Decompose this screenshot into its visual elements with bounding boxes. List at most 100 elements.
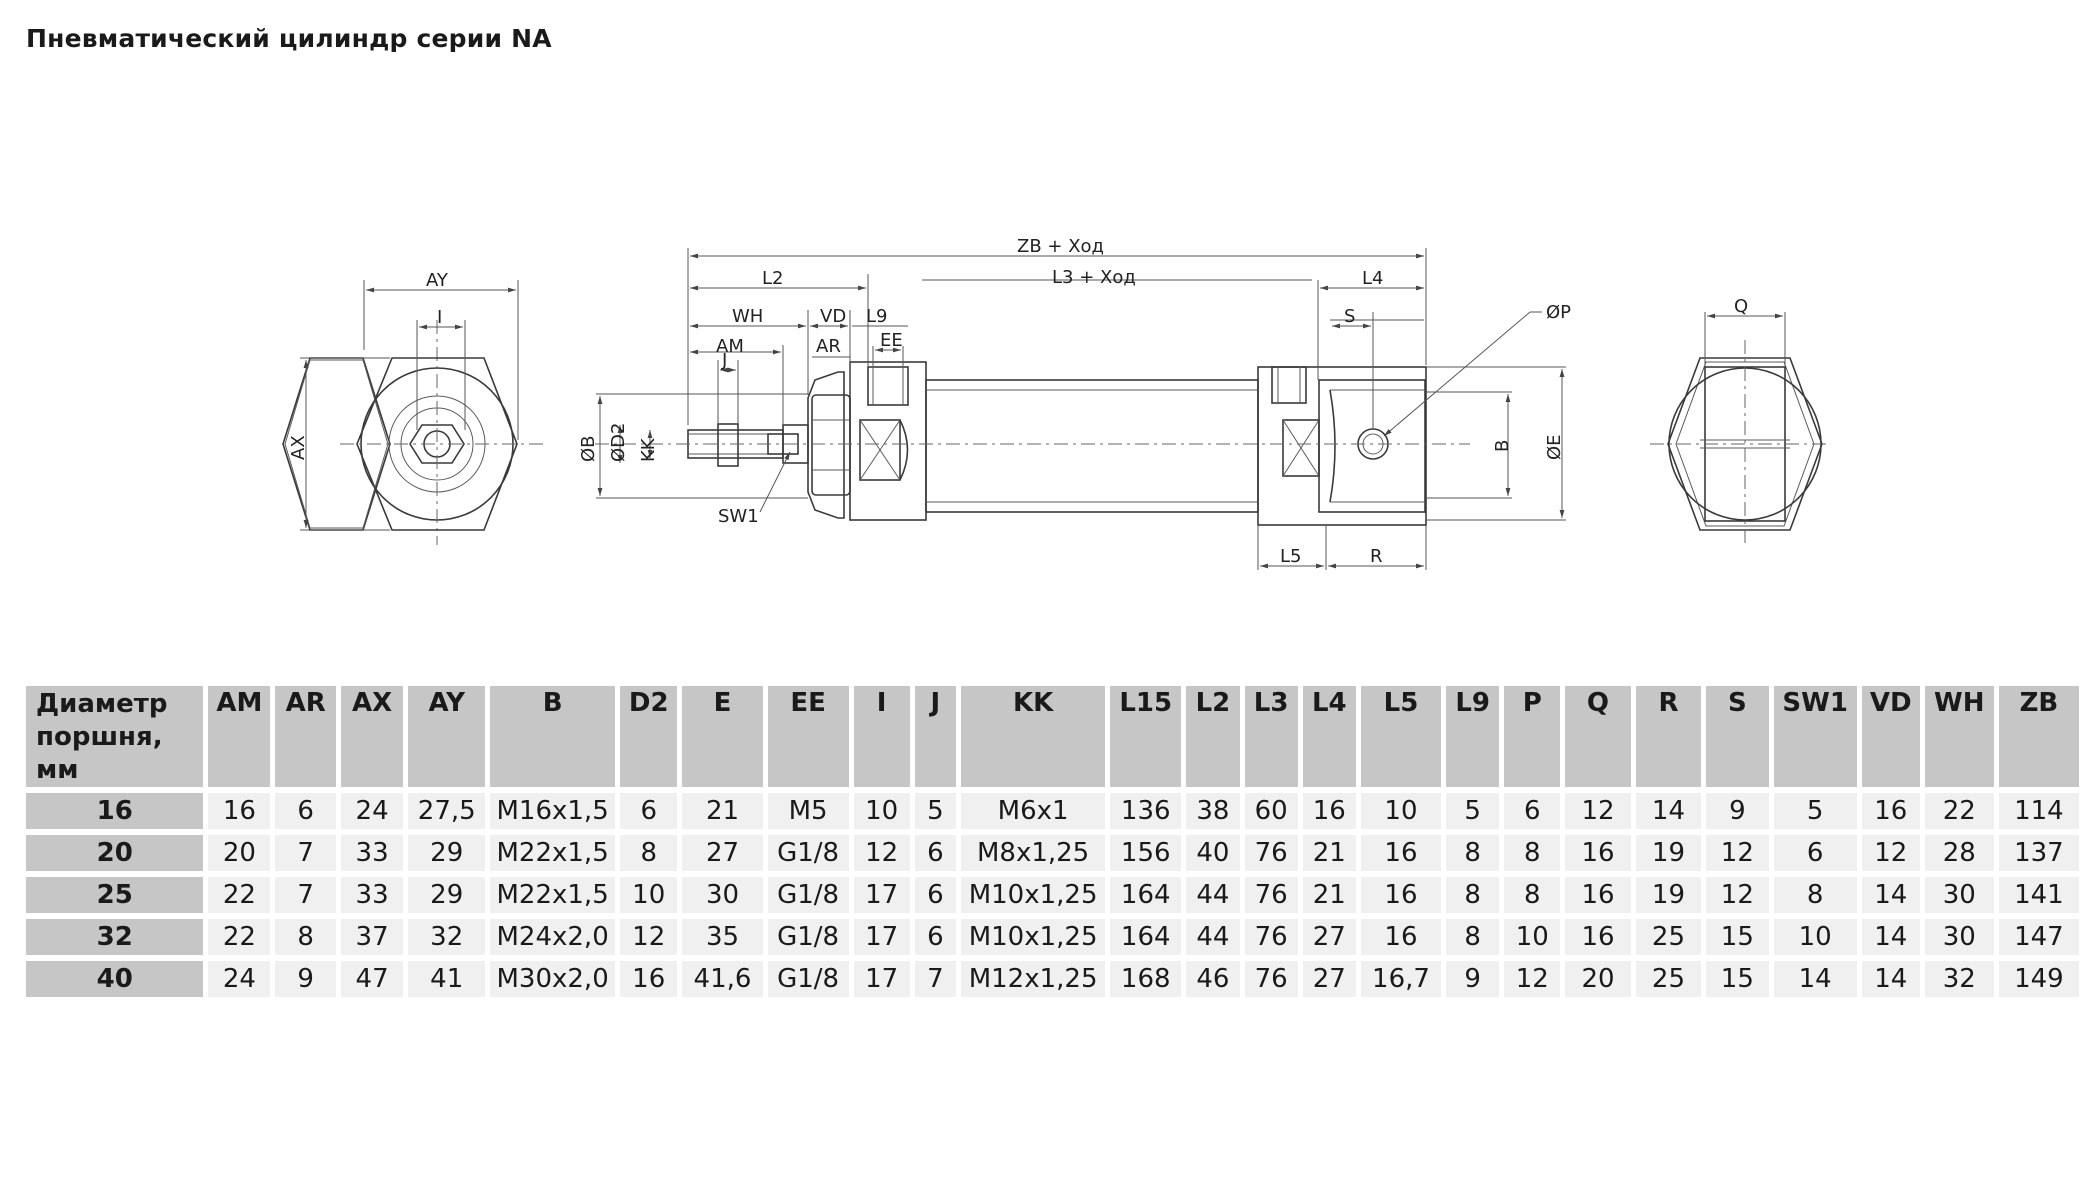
cell-q: 16 <box>1565 877 1631 913</box>
cell-am: 22 <box>208 919 271 955</box>
cell-l5: 10 <box>1360 793 1442 829</box>
dim-OD2: ØD2 <box>608 423 629 462</box>
cell-ay: 41 <box>408 961 486 997</box>
dim-L3: L3 + Ход <box>1052 267 1136 288</box>
header-wh: WH <box>1924 686 1994 787</box>
cell-vd: 14 <box>1861 961 1920 997</box>
cell-p: 10 <box>1504 919 1561 955</box>
dim-I: I <box>437 307 442 328</box>
dim-OB: ØB <box>578 435 599 462</box>
cell-b: M30x2,0 <box>490 961 616 997</box>
cell-sw1: 8 <box>1773 877 1857 913</box>
header-diameter: Диаметр поршня, мм <box>26 686 204 787</box>
header-d2: D2 <box>620 686 678 787</box>
row-diameter: 32 <box>26 919 204 955</box>
cell-r: 25 <box>1635 961 1702 997</box>
cell-sw1: 6 <box>1773 835 1857 871</box>
cell-sw1: 14 <box>1773 961 1857 997</box>
dim-AX: AX <box>288 435 309 460</box>
cell-j: 6 <box>914 835 957 871</box>
cell-sw1: 5 <box>1773 793 1857 829</box>
cell-d2: 16 <box>620 961 678 997</box>
cell-i: 12 <box>853 835 910 871</box>
cell-zb: 137 <box>1998 835 2079 871</box>
cell-kk: M6x1 <box>961 793 1106 829</box>
cell-ay: 29 <box>408 835 486 871</box>
dim-B: B <box>1492 440 1513 452</box>
cell-e: 27 <box>682 835 763 871</box>
cell-wh: 30 <box>1924 877 1994 913</box>
cell-b: M24x2,0 <box>490 919 616 955</box>
cell-e: 30 <box>682 877 763 913</box>
dim-Q: Q <box>1734 296 1748 317</box>
dim-L9: L9 <box>866 306 887 327</box>
cell-d2: 10 <box>620 877 678 913</box>
cell-l3: 76 <box>1244 835 1298 871</box>
cell-kk: M8x1,25 <box>961 835 1106 871</box>
dim-ZB: ZB + Ход <box>1017 236 1104 257</box>
cell-wh: 30 <box>1924 919 1994 955</box>
cell-l3: 76 <box>1244 877 1298 913</box>
cell-wh: 32 <box>1924 961 1994 997</box>
cell-ax: 24 <box>340 793 404 829</box>
cell-ee: G1/8 <box>767 919 849 955</box>
cell-am: 16 <box>208 793 271 829</box>
cell-i: 17 <box>853 961 910 997</box>
cell-r: 19 <box>1635 835 1702 871</box>
cell-ee: M5 <box>767 793 849 829</box>
cell-p: 6 <box>1504 793 1561 829</box>
cell-l4: 21 <box>1302 877 1356 913</box>
header-b: B <box>490 686 616 787</box>
cell-s: 15 <box>1706 961 1769 997</box>
cell-e: 35 <box>682 919 763 955</box>
cell-ax: 37 <box>340 919 404 955</box>
header-l5: L5 <box>1360 686 1442 787</box>
dim-S: S <box>1344 306 1355 327</box>
cell-b: M16x1,5 <box>490 793 616 829</box>
page-title: Пневматический цилиндр серии NA <box>26 24 552 53</box>
cell-q: 20 <box>1565 961 1631 997</box>
cell-l3: 76 <box>1244 961 1298 997</box>
cell-ax: 33 <box>340 835 404 871</box>
cell-q: 16 <box>1565 835 1631 871</box>
cell-kk: M10x1,25 <box>961 919 1106 955</box>
cell-ee: G1/8 <box>767 961 849 997</box>
cell-ar: 6 <box>275 793 336 829</box>
cell-l4: 27 <box>1302 961 1356 997</box>
cell-l5: 16 <box>1360 877 1442 913</box>
cell-s: 15 <box>1706 919 1769 955</box>
header-i: I <box>853 686 910 787</box>
cell-ax: 47 <box>340 961 404 997</box>
cell-l15: 168 <box>1110 961 1182 997</box>
cell-d2: 6 <box>620 793 678 829</box>
row-diameter: 20 <box>26 835 204 871</box>
cell-i: 17 <box>853 919 910 955</box>
cell-l15: 164 <box>1110 877 1182 913</box>
header-l3: L3 <box>1244 686 1298 787</box>
cell-ee: G1/8 <box>767 835 849 871</box>
header-l9: L9 <box>1446 686 1500 787</box>
header-diameter-line2: поршня, мм <box>36 722 163 785</box>
cell-zb: 141 <box>1998 877 2079 913</box>
header-zb: ZB <box>1998 686 2079 787</box>
cylinder-drawing: AY I AX <box>282 236 1830 570</box>
cell-vd: 14 <box>1861 919 1920 955</box>
cell-l4: 16 <box>1302 793 1356 829</box>
cell-b: M22x1,5 <box>490 835 616 871</box>
cell-l2: 40 <box>1186 835 1240 871</box>
cell-kk: M10x1,25 <box>961 877 1106 913</box>
cell-b: M22x1,5 <box>490 877 616 913</box>
front-view <box>282 320 545 545</box>
cell-l2: 46 <box>1186 961 1240 997</box>
cell-e: 21 <box>682 793 763 829</box>
cell-am: 24 <box>208 961 271 997</box>
cell-am: 22 <box>208 877 271 913</box>
header-s: S <box>1706 686 1769 787</box>
cell-ax: 33 <box>340 877 404 913</box>
cell-zb: 147 <box>1998 919 2079 955</box>
